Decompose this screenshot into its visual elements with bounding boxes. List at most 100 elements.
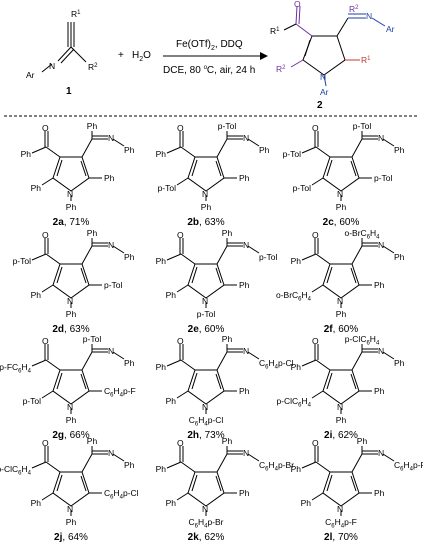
ring-double-bond (80, 475, 87, 492)
ring-double-bond (191, 266, 198, 284)
carbonyl-aryl-label: Ph (291, 362, 302, 372)
caption-separator: , (64, 324, 70, 335)
n-aryl-label: Ph (66, 517, 77, 527)
caption-separator: , (64, 217, 70, 228)
carbonyl-bond (180, 461, 196, 473)
ring-double-bond (215, 373, 222, 390)
ring-double-bond (56, 266, 63, 284)
product-2-imine-ar-label: Ar (386, 24, 395, 34)
n-aryl-label: Ph (336, 309, 347, 319)
imine-aryl-bond (112, 138, 125, 147)
imine-aryl-label: Ph (124, 460, 135, 470)
ring-double-bond (326, 159, 333, 177)
carbonyl-bond (45, 146, 61, 158)
imine-n-label: N (108, 133, 114, 143)
n-aryl-label: Ph (66, 202, 77, 212)
caption-separator: , (332, 430, 338, 441)
carbonyl-o-label: O (42, 438, 49, 448)
imine-carbon-bond (216, 351, 228, 371)
product-yield: 60% (339, 217, 359, 228)
ring-n-label: N (202, 189, 208, 199)
imine-aryl-label: C6H4p-Br (259, 460, 294, 473)
c5-label: p-Tol (158, 183, 177, 193)
imine-aryl-bond (382, 351, 395, 360)
product-id: 2k (188, 532, 200, 543)
carbonyl-o-label: O (42, 123, 49, 133)
carbonyl-aryl-label: p-Tol (283, 149, 302, 159)
c2-label: Ph (239, 386, 250, 396)
product-2-r1-right-label: R1 (361, 55, 371, 65)
imine-aryl-bond (382, 245, 395, 254)
product-yield: 60% (338, 324, 358, 335)
product-2-ring-n-label: N (320, 72, 326, 82)
product-id: 2j (54, 532, 63, 543)
imine-r-label: Ph (87, 228, 98, 238)
caption-separator: , (334, 217, 340, 228)
imine-aryl-bond (247, 245, 260, 254)
c5-bond (176, 492, 189, 501)
imine-aryl-label: C6H4p-F (394, 460, 423, 473)
carbonyl-aryl-label: Ph (291, 464, 302, 474)
ring-double-bond (215, 160, 222, 177)
reactant-1-r2-label: R2 (88, 62, 98, 72)
imine-aryl-bond (112, 453, 125, 462)
plus-sign: + (118, 50, 124, 61)
c5-bond (311, 390, 324, 399)
imine-n-label: N (378, 448, 384, 458)
product-caption: 2d, 63% (52, 324, 89, 335)
caption-separator: , (333, 324, 339, 335)
product-caption: 2h, 73% (187, 430, 224, 441)
c5-label: Ph (166, 290, 177, 300)
carbonyl-aryl-bond (166, 359, 182, 367)
pyrrole-ring (187, 156, 225, 192)
n-aryl-label: C6H4p-Cl (189, 415, 224, 428)
ring-double-bond (350, 475, 357, 492)
ring-double-bond (56, 372, 63, 390)
imine-aryl-label: C6H4p-Cl (259, 358, 294, 371)
caption-separator: , (199, 217, 205, 228)
carbonyl-bond (45, 253, 61, 265)
imine-aryl-label: Ph (124, 145, 135, 155)
product-id: 2d (52, 324, 64, 335)
conditions-line-2: DCE, 80 oC, air, 24 h (163, 65, 255, 76)
ring-double-bond (326, 474, 333, 492)
carbonyl-aryl-bond (301, 461, 317, 469)
ring-double-bond (350, 160, 357, 177)
imine-carbon-bond (81, 351, 93, 371)
reactant-1-n-label: N (49, 61, 55, 71)
c5-label: p-Tol (293, 183, 312, 193)
carbonyl-aryl-label: Ph (156, 256, 167, 266)
imine-carbon-bond (81, 138, 93, 158)
c5-bond (176, 390, 189, 399)
pyrrole-ring (322, 263, 360, 299)
caption-separator: , (64, 430, 70, 441)
imine-r-label: Ph (222, 436, 233, 446)
imine-aryl-label: Ph (124, 252, 135, 262)
imine-aryl-label: Ph (394, 145, 405, 155)
carbonyl-aryl-bond (31, 461, 47, 469)
product-yield: 73% (205, 430, 225, 441)
c2-label: Ph (374, 488, 385, 498)
carbonyl-aryl-bond (301, 146, 317, 154)
product-caption: 2j, 64% (54, 532, 88, 543)
product-caption: 2a, 71% (53, 217, 90, 228)
n-aryl-label: Ph (336, 415, 347, 425)
carbonyl-aryl-bond (31, 253, 47, 261)
ring-double-bond (191, 474, 198, 492)
imine-n-label: N (243, 240, 249, 250)
imine-n-label: N (378, 133, 384, 143)
pyrrole-ring (187, 263, 225, 299)
carbonyl-bond (45, 359, 61, 371)
product-yield: 63% (70, 324, 90, 335)
conditions-line-1: Fe(OTf)2, DDQ (176, 39, 243, 52)
carbonyl-bond (315, 461, 331, 473)
carbonyl-aryl-label: p-FC6H4 (0, 362, 32, 375)
product-id: 2b (187, 217, 199, 228)
ring-double-bond (191, 159, 198, 177)
c2-label: Ph (239, 488, 250, 498)
